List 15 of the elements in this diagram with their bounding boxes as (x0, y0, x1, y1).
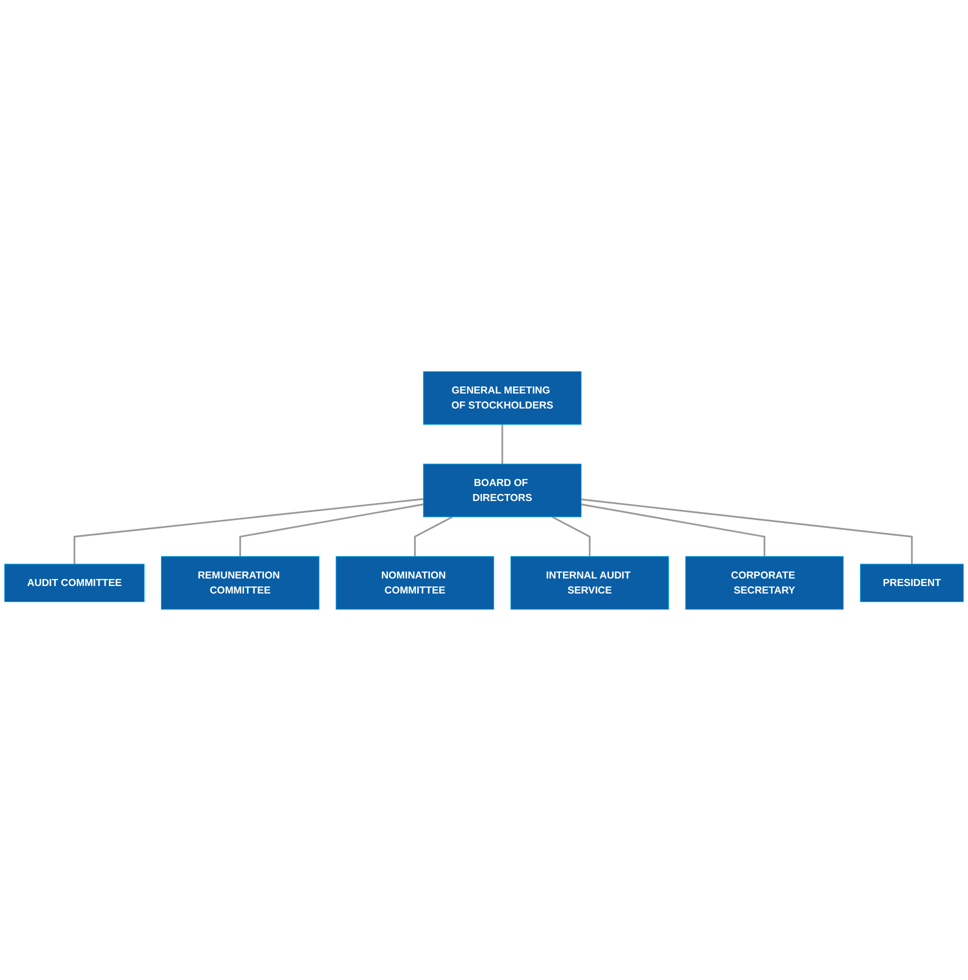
node-box: INTERNAL AUDIT SERVICE (510, 556, 669, 610)
connector (239, 503, 424, 556)
connector (581, 503, 766, 556)
connector (552, 516, 591, 556)
node-box: NOMINATION COMMITTEE (336, 556, 494, 610)
node-box: GENERAL MEETING OF STOCKHOLDERS (423, 370, 582, 424)
node-box: REMUNERATION COMMITTEE (160, 556, 320, 610)
node-box: PRESIDENT (860, 563, 964, 602)
connector (414, 516, 453, 556)
node-box: CORPORATE SECRETARY (685, 556, 844, 610)
connector (501, 424, 504, 464)
node-box: BOARD OF DIRECTORS (423, 463, 582, 517)
connector (581, 498, 913, 564)
connector (74, 498, 424, 564)
node-box: AUDIT COMMITTEE (4, 563, 145, 602)
